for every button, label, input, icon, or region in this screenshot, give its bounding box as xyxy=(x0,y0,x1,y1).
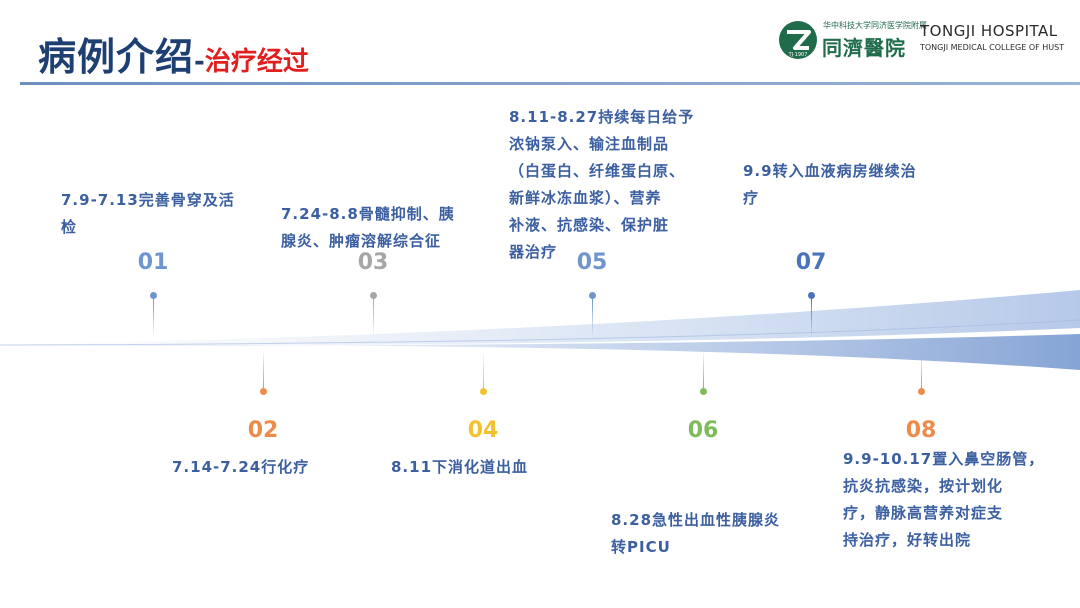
logo-english-subtitle: TONGJI MEDICAL COLLEGE OF HUST xyxy=(920,43,1065,52)
step-description-06: 8.28急性出血性胰腺炎 转PICU xyxy=(611,511,781,556)
step-number-07: 07 xyxy=(795,250,827,275)
timeline-dot-08 xyxy=(918,388,925,395)
timeline-stem-05 xyxy=(592,299,593,337)
step-number-05: 05 xyxy=(576,250,608,275)
step-number-03: 03 xyxy=(357,250,389,275)
step-description-07: 9.9转入血液病房继续治 疗 xyxy=(743,162,917,207)
timeline-stem-07 xyxy=(811,299,812,337)
timeline-stem-01 xyxy=(153,299,154,337)
step-description-01: 7.9-7.13完善骨穿及活 检 xyxy=(61,191,235,236)
timeline-dot-06 xyxy=(700,388,707,395)
header-divider xyxy=(20,82,1080,85)
logo-chinese-name: 同濟醫院 xyxy=(822,36,906,60)
timeline-ribbon xyxy=(0,290,1080,370)
timeline-dot-02 xyxy=(260,388,267,395)
timeline-stem-03 xyxy=(373,299,374,337)
timeline-stem-08 xyxy=(921,350,922,388)
title-sub: 治疗经过 xyxy=(204,47,309,77)
timeline-stem-02 xyxy=(263,350,264,388)
step-number-02: 02 xyxy=(247,418,279,443)
timeline-dot-07 xyxy=(808,292,815,299)
step-number-06: 06 xyxy=(687,418,719,443)
title-main: 病例介绍 xyxy=(38,35,195,79)
logo-affiliation: 华中科技大学同济医学院附属 xyxy=(823,21,927,30)
step-number-08: 08 xyxy=(905,418,937,443)
timeline-stem-06 xyxy=(703,350,704,388)
step-number-01: 01 xyxy=(137,250,169,275)
timeline-stem-04 xyxy=(483,350,484,388)
step-number-04: 04 xyxy=(467,418,499,443)
step-description-08: 9.9-10.17置入鼻空肠管， 抗炎抗感染，按计划化 疗，静脉高营养对症支 持… xyxy=(843,450,1045,549)
timeline-dot-05 xyxy=(589,292,596,299)
logo-english-name: TONGJI HOSPITAL xyxy=(920,22,1058,40)
step-description-03: 7.24-8.8骨髓抑制、胰 腺炎、肿瘤溶解综合征 xyxy=(281,205,455,250)
step-description-04: 8.11下消化道出血 xyxy=(391,458,529,476)
emblem-text: TJ·1907 xyxy=(788,52,808,58)
step-description-05: 8.11-8.27持续每日给予 浓钠泵入、输注血制品 （白蛋白、纤维蛋白原、 新… xyxy=(509,108,695,261)
timeline-dot-01 xyxy=(150,292,157,299)
step-description-02: 7.14-7.24行化疗 xyxy=(172,458,310,476)
hospital-emblem-icon: TJ·1907 xyxy=(779,21,817,59)
timeline-dot-03 xyxy=(370,292,377,299)
timeline-dot-04 xyxy=(480,388,487,395)
hospital-logo: TJ·1907 华中科技大学同济医学院附属 同濟醫院 TONGJI HOSPIT… xyxy=(778,18,1070,64)
page-title: 病例介绍-治疗经过 xyxy=(38,26,309,81)
title-dash: - xyxy=(194,47,205,77)
